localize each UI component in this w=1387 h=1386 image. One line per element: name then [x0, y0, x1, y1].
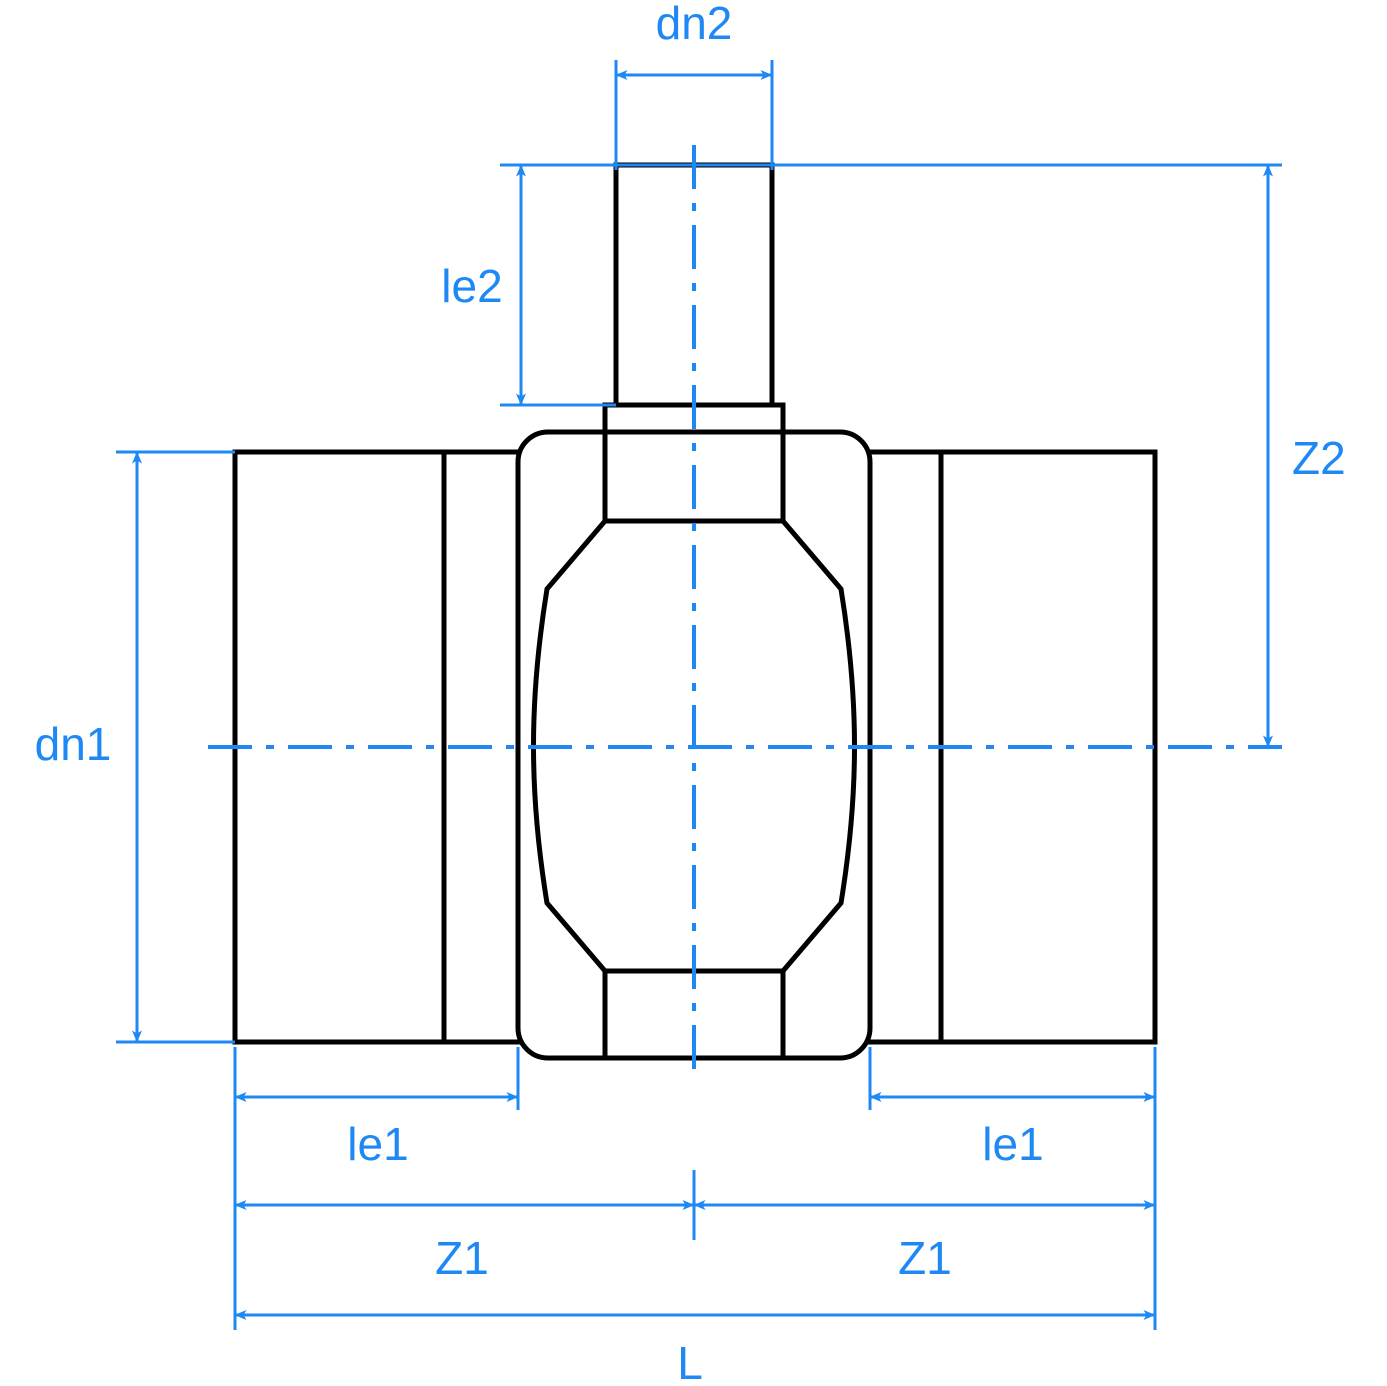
right-run-pipe	[867, 449, 1158, 1045]
dimension-z2: Z2	[1263, 164, 1346, 748]
dimension-z1-right: Z1	[693, 1200, 1156, 1284]
dimension-dn1: dn1	[35, 450, 235, 1044]
body-lower-seat	[602, 968, 786, 1061]
dimension-le2: le2	[441, 163, 1282, 407]
z2-label: Z2	[1292, 432, 1346, 484]
dimension-z1-left: Z1	[234, 1200, 695, 1284]
le1-right-label: le1	[982, 1118, 1043, 1170]
dimension-l: L	[234, 1310, 1156, 1386]
le2-label: le2	[441, 260, 502, 312]
dimension-le1-left: le1	[234, 1092, 519, 1170]
z1-right-label: Z1	[898, 1232, 952, 1284]
body-outer-shell	[515, 429, 873, 1061]
dn2-label: dn2	[656, 0, 733, 49]
dn1-label: dn1	[35, 718, 112, 770]
body-upper-neck	[602, 429, 786, 524]
bottom-extension-lines	[233, 1047, 1157, 1330]
center-lines	[208, 145, 1282, 1072]
l-label: L	[677, 1337, 703, 1386]
z1-left-label: Z1	[435, 1232, 489, 1284]
dimension-le1-right: le1	[869, 1092, 1156, 1170]
dimension-dn2: dn2	[614, 0, 774, 170]
le1-left-label: le1	[347, 1118, 408, 1170]
